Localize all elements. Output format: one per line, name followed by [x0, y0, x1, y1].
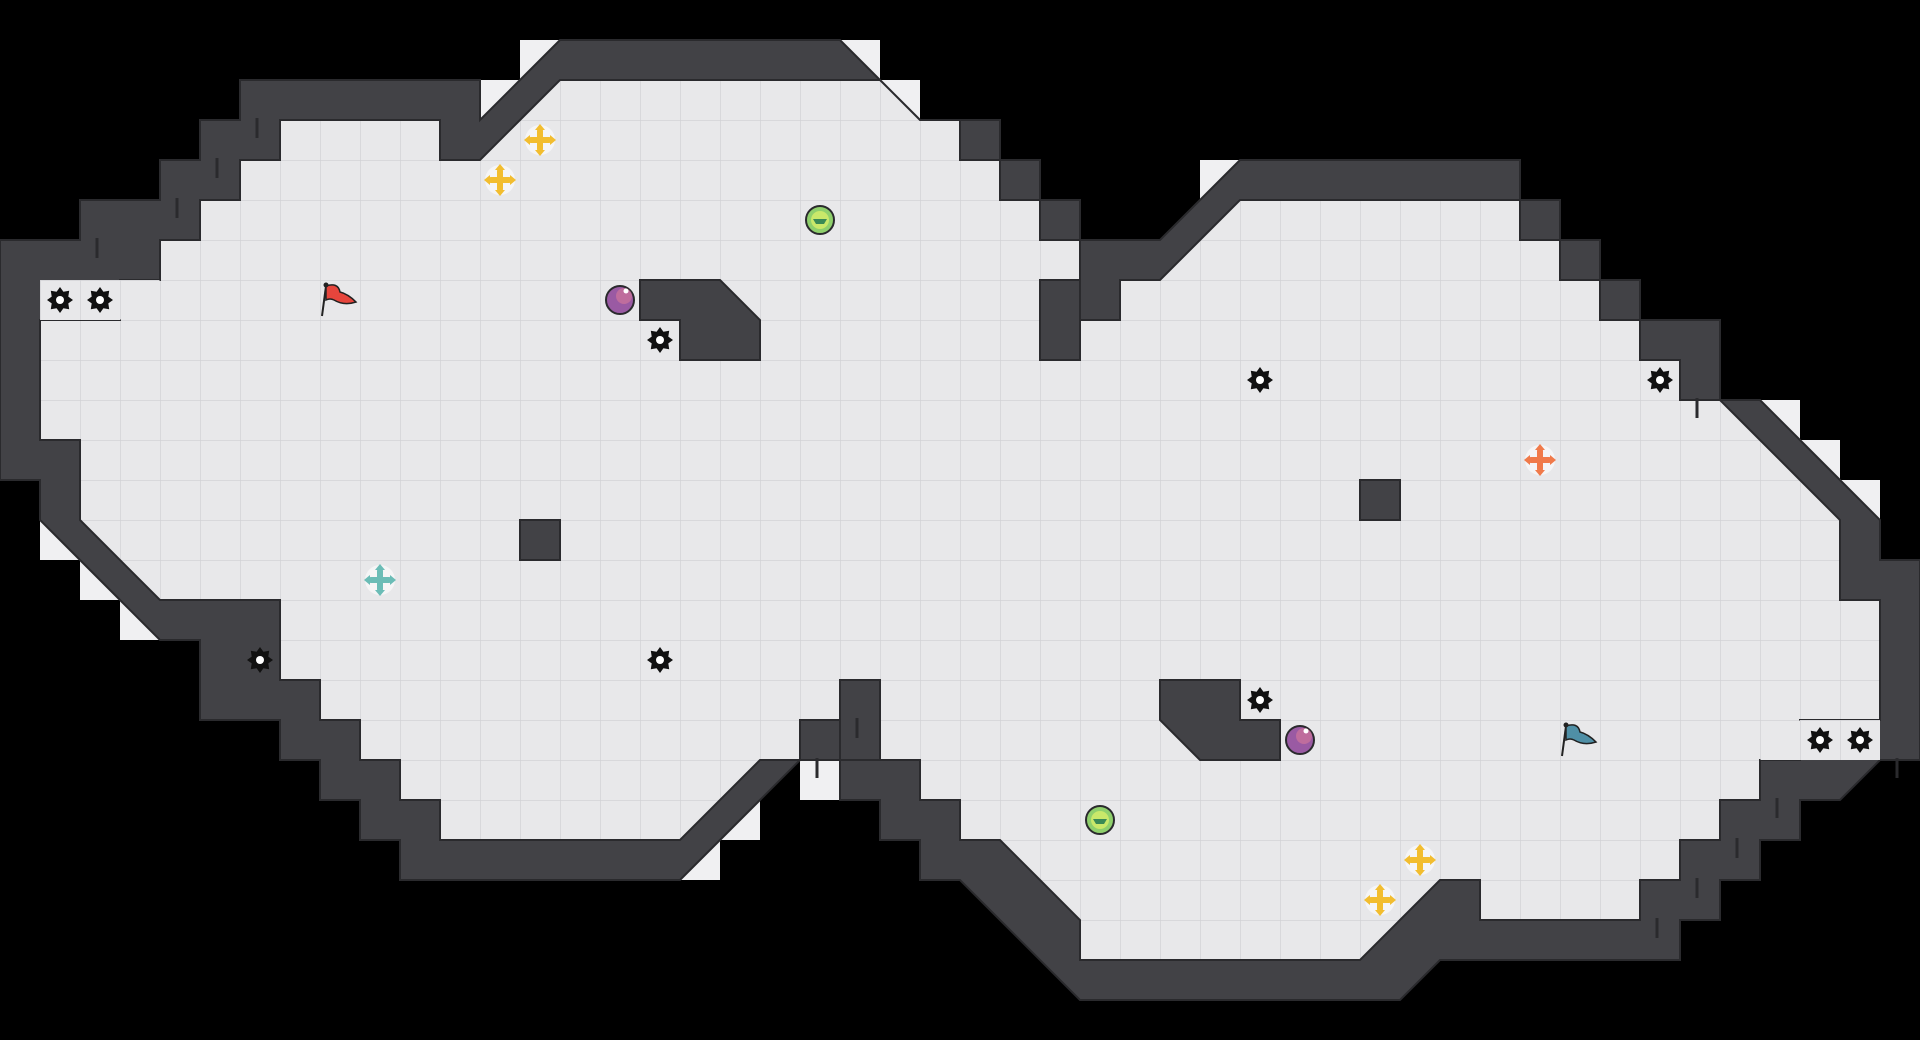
red-flag-icon	[321, 282, 358, 317]
wall-block-north	[639, 279, 761, 361]
wall-block-south	[1159, 679, 1281, 761]
wall-block-west	[519, 519, 561, 561]
portal-icon	[805, 205, 835, 235]
yellow-boost-icon	[484, 164, 516, 196]
spike-icon	[1247, 367, 1273, 393]
spike-icon	[47, 287, 73, 313]
spike-icon	[647, 327, 673, 353]
blue-flag-icon	[1561, 722, 1598, 757]
teal-powerup-icon	[364, 564, 396, 596]
inner-walls	[519, 279, 1401, 761]
spike-icon	[1847, 727, 1873, 753]
spike-icon	[87, 287, 113, 313]
yellow-boost-icon	[1364, 884, 1396, 916]
wall-pillar-upper	[1039, 279, 1081, 361]
yellow-boost-icon	[524, 124, 556, 156]
bomb-icon	[1285, 725, 1315, 755]
spike-icon	[247, 647, 273, 673]
bomb-icon	[605, 285, 635, 315]
spike-icon	[1647, 367, 1673, 393]
wall-accents	[95, 118, 1899, 938]
wall-block-east	[1359, 479, 1401, 521]
spike-icon	[1247, 687, 1273, 713]
spike-icon	[647, 647, 673, 673]
spike-icon	[1807, 727, 1833, 753]
portal-icon	[1085, 805, 1115, 835]
yellow-boost-icon	[1404, 844, 1436, 876]
orange-powerup-icon	[1524, 444, 1556, 476]
wall-pillar-lower	[839, 679, 881, 761]
